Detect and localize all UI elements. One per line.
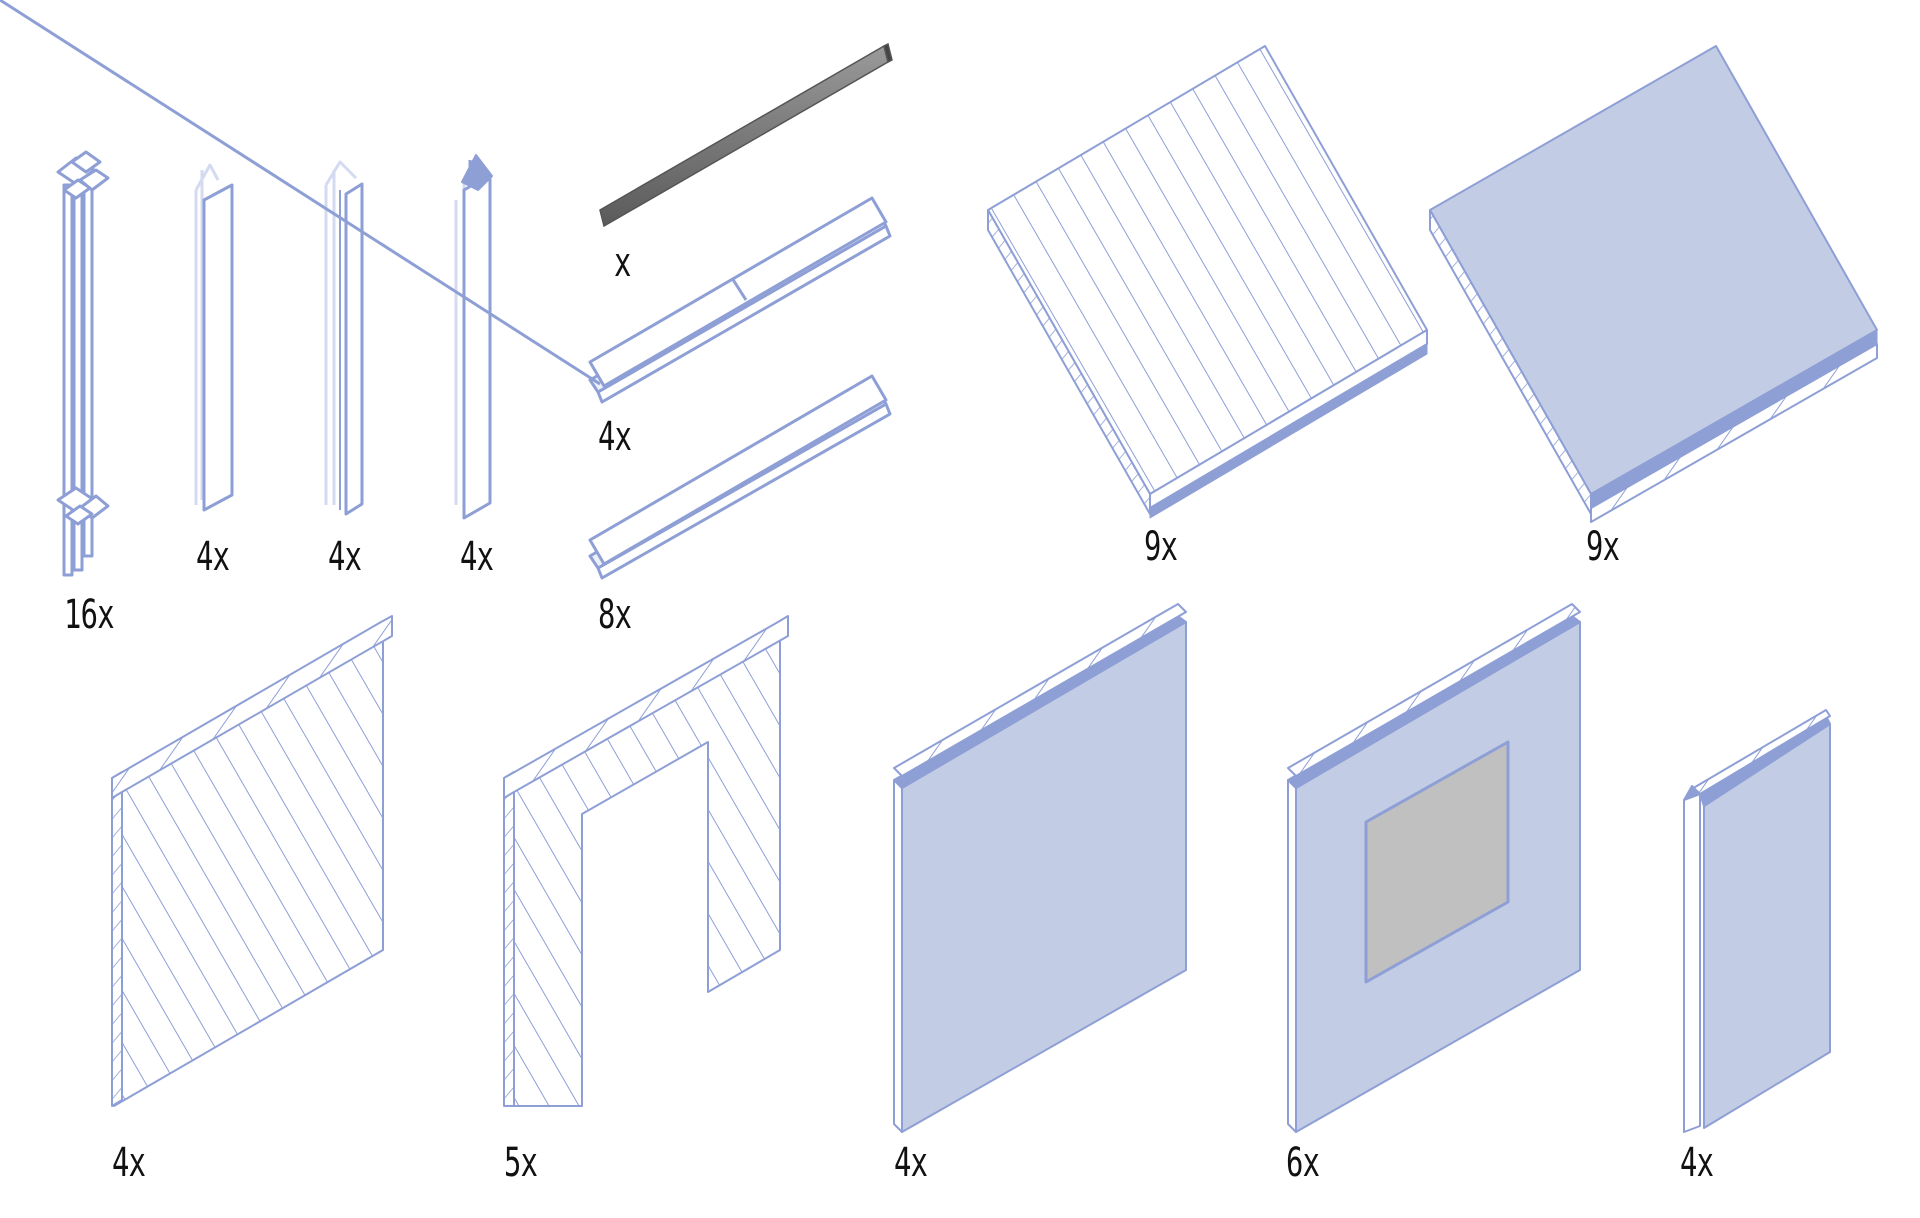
ridge-beam	[599, 42, 893, 228]
floor-panel-hatched	[987, 45, 1428, 519]
count-label-rail-joined: 4x	[598, 414, 632, 460]
wall-panel-solid	[893, 603, 1187, 1133]
count-label-narrow-wall-panel: 4x	[1680, 1140, 1714, 1186]
post-flat	[194, 163, 234, 512]
floor-panel-solid	[1429, 45, 1878, 523]
count-label-wall-panel-solid: 4x	[894, 1140, 928, 1186]
rail-joined	[0, 0, 892, 404]
narrow-wall-panel	[1683, 709, 1831, 1133]
post-cross	[56, 150, 110, 577]
window-panel	[1287, 603, 1581, 1133]
count-label-post-flat: 4x	[196, 534, 230, 580]
count-label-post-corner: 4x	[328, 534, 362, 580]
count-label-rail-single: 8x	[598, 592, 632, 638]
count-label-ridge-beam: x	[614, 240, 631, 286]
wall-panel-hatched	[111, 615, 393, 1107]
count-label-wall-panel-hatched: 4x	[112, 1140, 146, 1186]
post-corner	[324, 160, 364, 516]
door-frame-hatched	[503, 615, 789, 1107]
count-label-floor-panel-solid: 9x	[1586, 524, 1620, 570]
count-label-post-cross: 16x	[64, 592, 115, 638]
post-end	[454, 154, 493, 520]
count-label-window-panel: 6x	[1286, 1140, 1320, 1186]
count-label-post-end: 4x	[460, 534, 494, 580]
count-label-floor-panel-hatched: 9x	[1144, 524, 1178, 570]
count-label-door-frame-hatched: 5x	[504, 1140, 538, 1186]
rail-single	[588, 374, 892, 580]
